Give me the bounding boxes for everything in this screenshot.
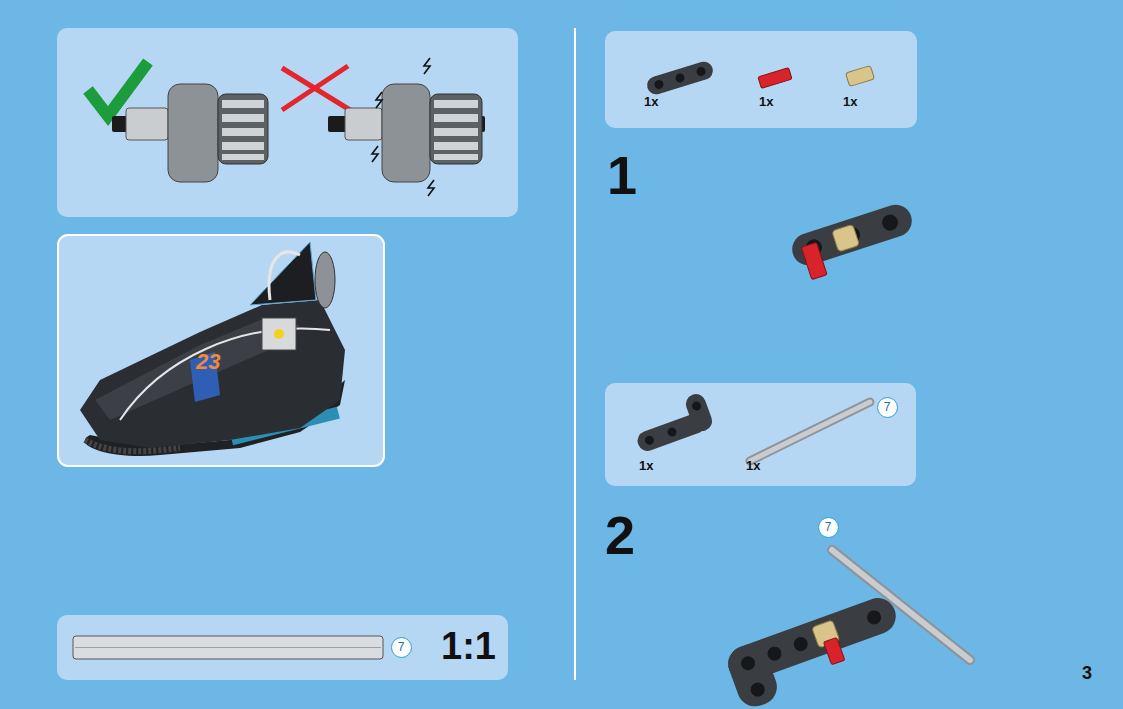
quantity-label: 1x: [639, 459, 653, 473]
model-sticker-number: 23: [196, 350, 220, 374]
angle-beam-part: [629, 391, 715, 453]
page-number: 3: [1082, 664, 1092, 684]
step2-assembly: [723, 550, 970, 709]
hovercraft-model: [80, 242, 345, 456]
wrong-mark: [282, 66, 350, 110]
bush-part: [846, 66, 875, 87]
beam-part: [645, 59, 715, 96]
scale-label: 1:1: [441, 626, 496, 668]
column-divider: [574, 28, 576, 680]
callout-number: 7: [818, 517, 839, 538]
parts-list-panel: 1x 1x 1x: [605, 31, 917, 128]
model-panel: [58, 235, 384, 466]
callout-number-text: 7: [884, 401, 891, 414]
quantity-label: 1x: [843, 95, 857, 109]
parts-panel: [605, 383, 916, 486]
pin-part: [758, 68, 792, 89]
step-number: 2: [605, 506, 635, 565]
ruler-panel: [57, 615, 508, 680]
callout-number-text: 7: [398, 641, 405, 654]
parts-list-panel: 1x 1x 7: [605, 383, 916, 486]
callout-number-text: 7: [825, 521, 832, 534]
quantity-label: 1x: [644, 95, 658, 109]
axle-ruler: [73, 636, 383, 659]
step-number: 1: [607, 146, 637, 205]
axle-part: [750, 402, 870, 461]
parts-panel: [605, 31, 917, 128]
wrong-assembly: [328, 58, 485, 196]
callout-number: 7: [391, 637, 412, 658]
correct-assembly: [112, 84, 268, 182]
quantity-label: 1x: [746, 459, 760, 473]
quantity-label: 1x: [759, 95, 773, 109]
tip-panel: [57, 28, 518, 217]
scale-panel: 1:1 7: [57, 615, 508, 680]
callout-number: 7: [877, 397, 898, 418]
step1-assembly: [788, 201, 920, 283]
